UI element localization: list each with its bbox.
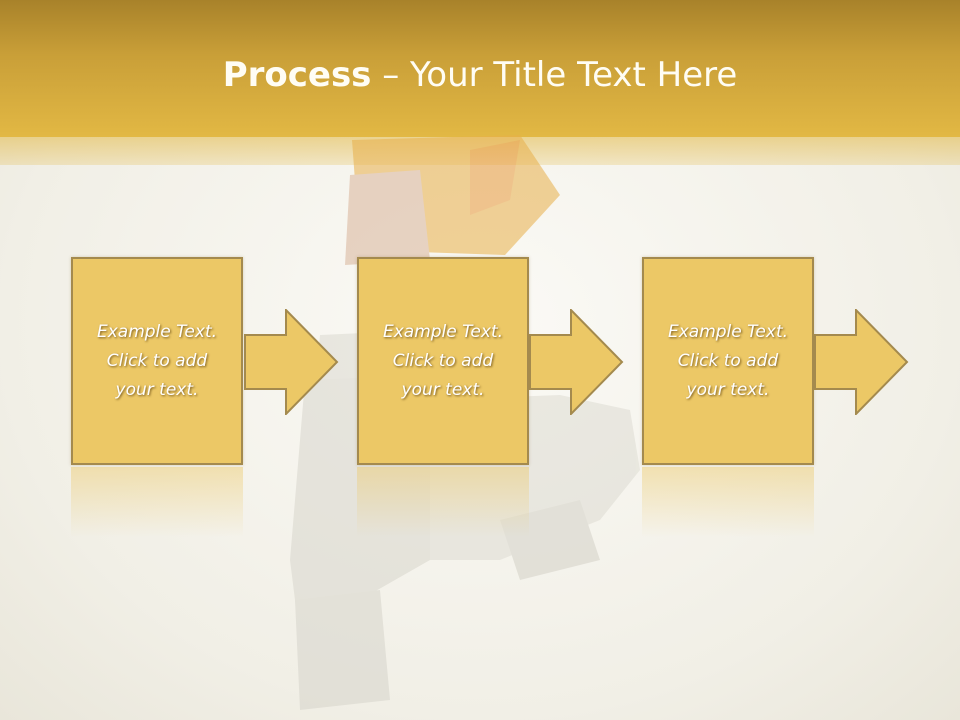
step-2-reflection bbox=[357, 467, 529, 537]
step-2-text: Example Text. Click to add your text. bbox=[382, 321, 504, 400]
slide-title[interactable]: Process – Your Title Text Here bbox=[0, 52, 960, 98]
step-1-text: Example Text. Click to add your text. bbox=[96, 321, 218, 400]
step-3-text: Example Text. Click to add your text. bbox=[667, 321, 789, 400]
title-rest: – Your Title Text Here bbox=[371, 55, 738, 95]
right-arrow-icon bbox=[244, 309, 339, 415]
step-3-reflection bbox=[642, 467, 814, 537]
title-bold: Process bbox=[222, 55, 372, 95]
right-arrow-icon bbox=[529, 309, 624, 415]
title-bar bbox=[0, 0, 960, 137]
right-arrow-icon bbox=[814, 309, 909, 415]
process-step-3[interactable]: Example Text. Click to add your text. bbox=[642, 257, 814, 465]
process-step-2[interactable]: Example Text. Click to add your text. bbox=[357, 257, 529, 465]
process-step-1[interactable]: Example Text. Click to add your text. bbox=[71, 257, 243, 465]
step-1-reflection bbox=[71, 467, 243, 537]
